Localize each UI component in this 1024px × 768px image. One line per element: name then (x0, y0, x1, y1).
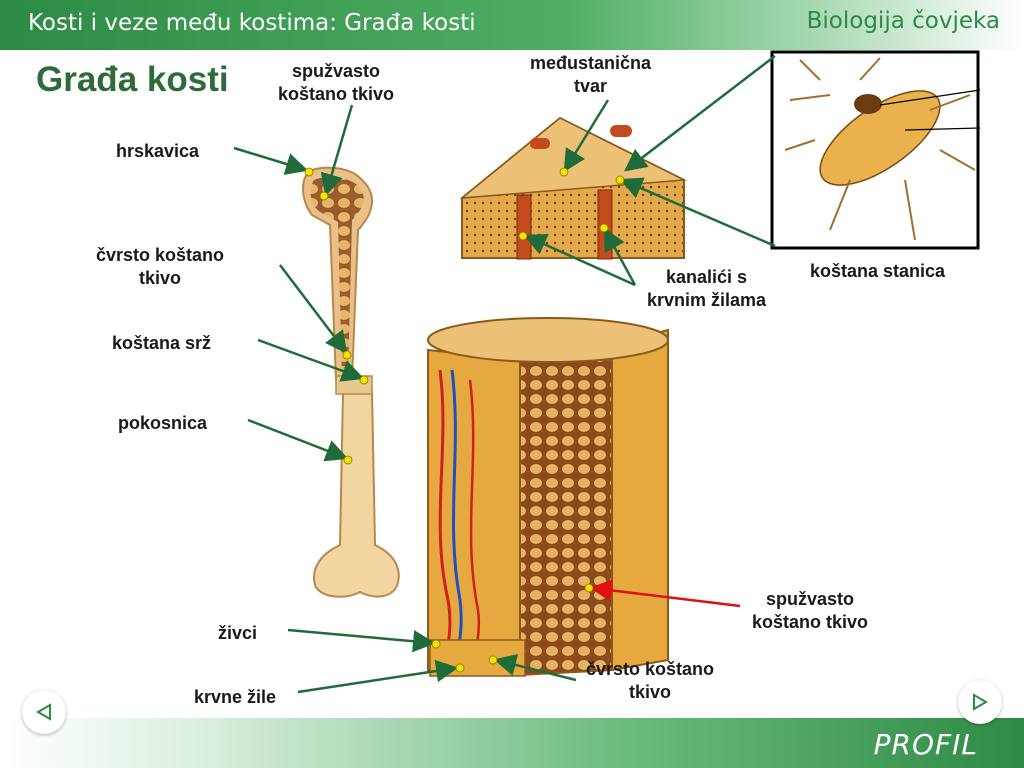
bone-cell-illustration (770, 50, 981, 250)
publisher-logo: PROFIL (873, 728, 978, 761)
pointer-arrows (233, 55, 776, 694)
label-blood-vessels: krvne žile (194, 687, 277, 707)
subject-name: Biologija čovjeka (806, 8, 1000, 34)
label-line: kanalići s (666, 267, 748, 287)
label-periosteum: pokosnica (118, 413, 208, 433)
label-line: čvrsto koštano (96, 245, 225, 265)
marker-dots (304, 167, 625, 673)
label-line: međustanična (530, 53, 652, 73)
slide-title: Kosti i veze među kostima: Građa kosti (28, 10, 476, 36)
femur-illustration (302, 166, 400, 598)
label-line: tkivo (139, 268, 182, 288)
label-spongy-bone-top: spužvasto koštano tkivo (278, 60, 394, 106)
label-line: spužvasto (766, 589, 855, 609)
label-line: spužvasto (292, 61, 381, 81)
footer-bar (0, 718, 1024, 768)
label-compact-bone-bottom: čvrsto koštano tkivo (586, 658, 714, 704)
label-line: krvnim žilama (647, 290, 767, 310)
label-line: čvrsto koštano (586, 659, 715, 679)
triangle-left-icon (36, 703, 51, 721)
header-bar: Kosti i veze među kostima: Građa kosti B… (0, 0, 1024, 50)
label-spongy-bone-right: spužvasto koštano tkivo (752, 588, 868, 634)
label-compact-bone-left: čvrsto koštano tkivo (96, 244, 224, 290)
previous-slide-button[interactable] (22, 690, 66, 734)
label-bone-marrow: koštana srž (112, 333, 212, 353)
triangle-right-icon (973, 693, 988, 711)
label-line: tkivo (629, 682, 672, 702)
label-line: koštano tkivo (278, 84, 395, 104)
label-line: tvar (574, 76, 608, 96)
bone-cylinder-illustration (427, 317, 669, 677)
next-slide-button[interactable] (958, 680, 1002, 724)
label-cartilage: hrskavica (116, 141, 200, 161)
label-line: koštano tkivo (752, 612, 869, 632)
label-nerves: živci (218, 623, 258, 643)
page-title: Građa kosti (36, 60, 229, 99)
label-bone-cell: koštana stanica (810, 261, 946, 281)
label-canals: kanalići s krvnim žilama (647, 266, 766, 312)
bone-wedge-illustration (459, 116, 687, 260)
label-intercellular-substance: međustanična tvar (530, 52, 651, 98)
